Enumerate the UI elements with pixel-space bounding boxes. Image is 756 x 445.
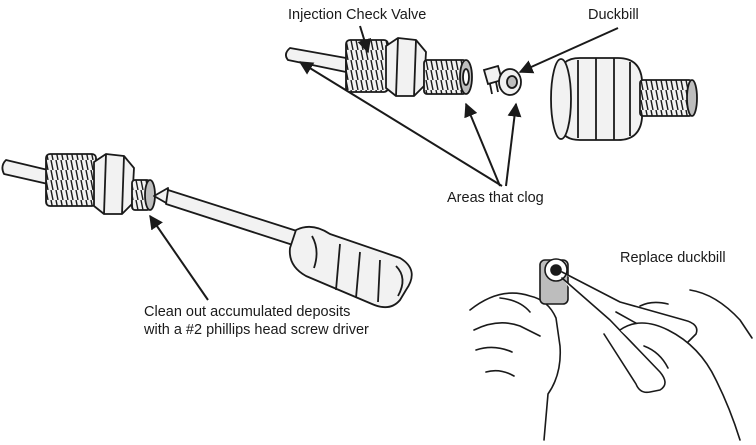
- areas-that-clog-label: Areas that clog: [447, 189, 544, 207]
- clean-out-instructions-label: Clean out accumulated deposits with a #2…: [144, 303, 369, 339]
- duckbill-label: Duckbill: [588, 6, 639, 24]
- hands-replacing-duckbill-illustration: [470, 259, 752, 440]
- cap-illustration: [551, 58, 697, 140]
- injection-check-valve-label: Injection Check Valve: [288, 6, 426, 24]
- clean-out-line-1: Clean out accumulated deposits: [144, 303, 369, 321]
- clean-out-line-2: with a #2 phillips head screw driver: [144, 321, 369, 339]
- replace-duckbill-label: Replace duckbill: [620, 249, 726, 267]
- valve-with-screwdriver-illustration: [2, 154, 411, 307]
- injection-check-valve-illustration: [286, 38, 472, 96]
- duckbill-illustration: [484, 66, 521, 95]
